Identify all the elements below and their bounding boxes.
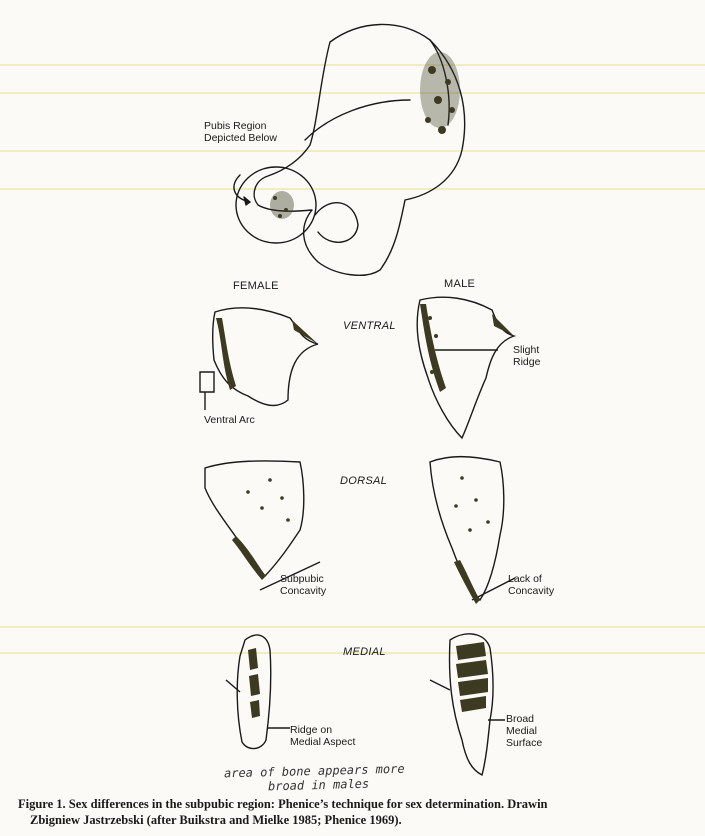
lack-of-concavity-label: Lack of Concavity — [508, 573, 554, 597]
caption-line2: Zbigniew Jastrzebski (after Buikstra and… — [18, 812, 705, 828]
medial-view-label: MEDIAL — [343, 646, 386, 658]
ridge-on-medial-label: Ridge on Medial Aspect — [290, 724, 355, 748]
dorsal-female-drawing — [205, 461, 304, 576]
female-header: FEMALE — [233, 280, 279, 292]
ventral-view-label: VENTRAL — [343, 320, 396, 332]
subpubic-concavity-label: Subpubic Concavity — [280, 573, 326, 597]
broad-medial-surface-label: Broad Medial Surface — [506, 713, 542, 749]
ventral-arc-label: Ventral Arc — [204, 414, 255, 426]
dorsal-view-label: DORSAL — [340, 475, 387, 487]
handwritten-note-line2: broad in males — [268, 777, 369, 794]
caption-line1: Figure 1. Sex differences in the subpubi… — [18, 797, 548, 811]
pubis-region-label: Pubis Region Depicted Below — [204, 120, 277, 144]
male-header: MALE — [444, 278, 475, 290]
slight-ridge-label: Slight Ridge — [513, 344, 540, 368]
figure-caption: Figure 1. Sex differences in the subpubi… — [18, 796, 705, 828]
